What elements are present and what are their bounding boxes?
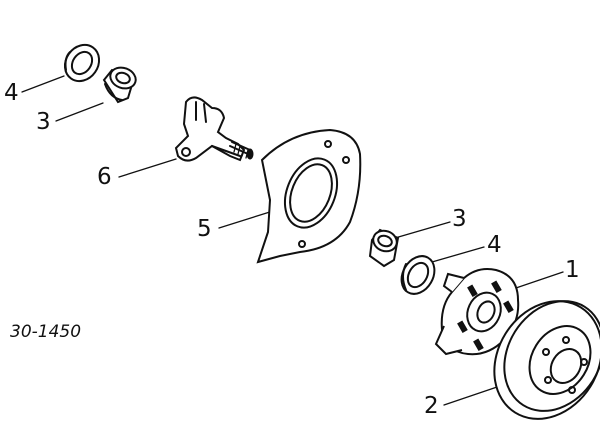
callout-bearing-upper: 3 [36,109,51,135]
callout-seal-upper: 4 [4,80,19,106]
leader-bearing-upper [55,102,104,122]
leader-seal-upper [21,75,65,93]
callout-spindle: 6 [97,164,112,190]
callout-bearing-lower: 3 [452,206,467,232]
seal-upper-drawing [63,43,101,83]
hub-drawing [434,268,520,356]
leader-bearing-lower [394,221,451,239]
callout-seal-lower: 4 [487,232,502,258]
callout-hub: 1 [565,257,580,283]
leader-lines [21,75,564,406]
leader-seal-lower [431,246,485,263]
rotor-drawing [493,300,600,420]
bearing-lower-drawing [368,228,400,268]
leader-rotor [443,385,501,406]
callout-rotor: 2 [424,393,439,419]
spindle-drawing [174,96,254,162]
bearing-upper-drawing [102,66,137,104]
leader-splash-shield [218,210,274,229]
callout-splash-shield: 5 [197,216,212,242]
leader-spindle [118,158,177,178]
seal-lower-drawing [400,255,436,295]
splash-shield-drawing [256,128,362,264]
figure-code: 30-1450 [10,322,82,342]
